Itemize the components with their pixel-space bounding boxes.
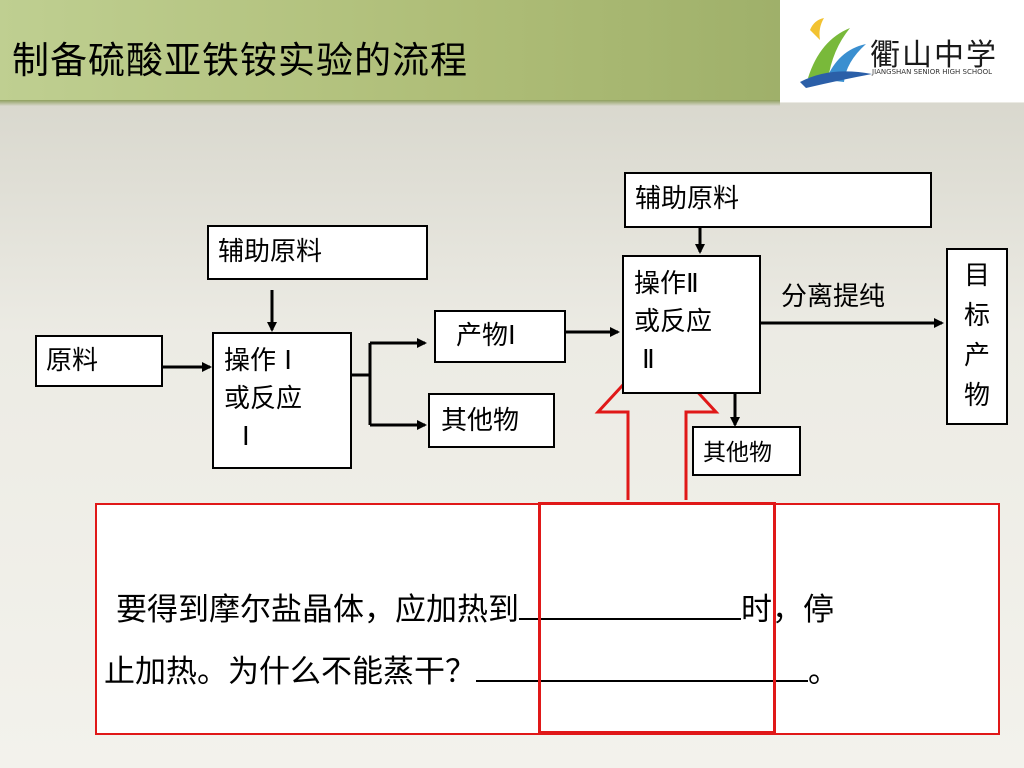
operation-1-line-1: 操作 Ⅰ <box>224 346 292 376</box>
aux-material-label-1: 辅助原料 <box>218 237 323 267</box>
operation-1-line-3: Ⅰ <box>242 422 250 452</box>
other-2-box: 其他物 <box>692 426 801 476</box>
answer-blank-1[interactable] <box>519 590 741 620</box>
logo-text: 衢山中学 <box>870 38 998 73</box>
question-line-1-text-a: 要得到摩尔盐晶体，应加热到 <box>116 592 519 628</box>
other-2-label: 其他物 <box>703 440 772 466</box>
aux-material-box-1: 辅助原料 <box>207 225 428 280</box>
highlight-rectangle <box>538 502 776 734</box>
separation-label: 分离提纯 <box>781 282 886 312</box>
question-line-1-text-b: 时，停 <box>741 592 834 628</box>
question-line-2-text-b: 。 <box>808 654 839 690</box>
product-1-label: 产物Ⅰ <box>456 321 516 351</box>
raw-material-box: 原料 <box>35 335 163 387</box>
operation-2-box: 操作Ⅱ 或反应 Ⅱ <box>622 255 761 394</box>
question-line-1: 要得到摩尔盐晶体，应加热到 时，停 <box>116 584 834 629</box>
school-logo <box>780 0 1024 102</box>
target-char-3: 产 <box>963 341 990 371</box>
other-1-label: 其他物 <box>441 406 520 436</box>
logo-mark-icon <box>800 18 872 88</box>
question-line-2: 止加热。为什么不能蒸干？ 。 <box>104 646 839 691</box>
aux-material-box-2: 辅助原料 <box>624 172 932 228</box>
answer-blank-2[interactable] <box>476 652 808 682</box>
target-char-4: 物 <box>963 381 990 411</box>
other-1-box: 其他物 <box>428 393 555 448</box>
operation-1-box: 操作 Ⅰ 或反应 Ⅰ <box>212 332 352 469</box>
target-char-2: 标 <box>963 301 990 331</box>
raw-material-label: 原料 <box>46 346 99 376</box>
operation-1-line-2: 或反应 <box>224 384 303 414</box>
operation-2-line-1: 操作Ⅱ <box>634 269 699 299</box>
title-bar-shadow <box>0 100 780 106</box>
title-bar <box>0 0 780 102</box>
target-char-1: 目 <box>963 261 990 291</box>
target-product-box: 目 标 产 物 <box>946 248 1008 425</box>
operation-2-line-3: Ⅱ <box>642 345 655 375</box>
question-line-2-text-a: 止加热。为什么不能蒸干？ <box>104 654 476 690</box>
operation-2-line-2: 或反应 <box>634 307 713 337</box>
page-title: 制备硫酸亚铁铵实验的流程 <box>12 39 468 82</box>
logo-subtitle: JIANGSHAN SENIOR HIGH SCHOOL <box>872 68 993 76</box>
aux-material-label-2: 辅助原料 <box>635 184 740 214</box>
product-1-box: 产物Ⅰ <box>434 310 566 363</box>
